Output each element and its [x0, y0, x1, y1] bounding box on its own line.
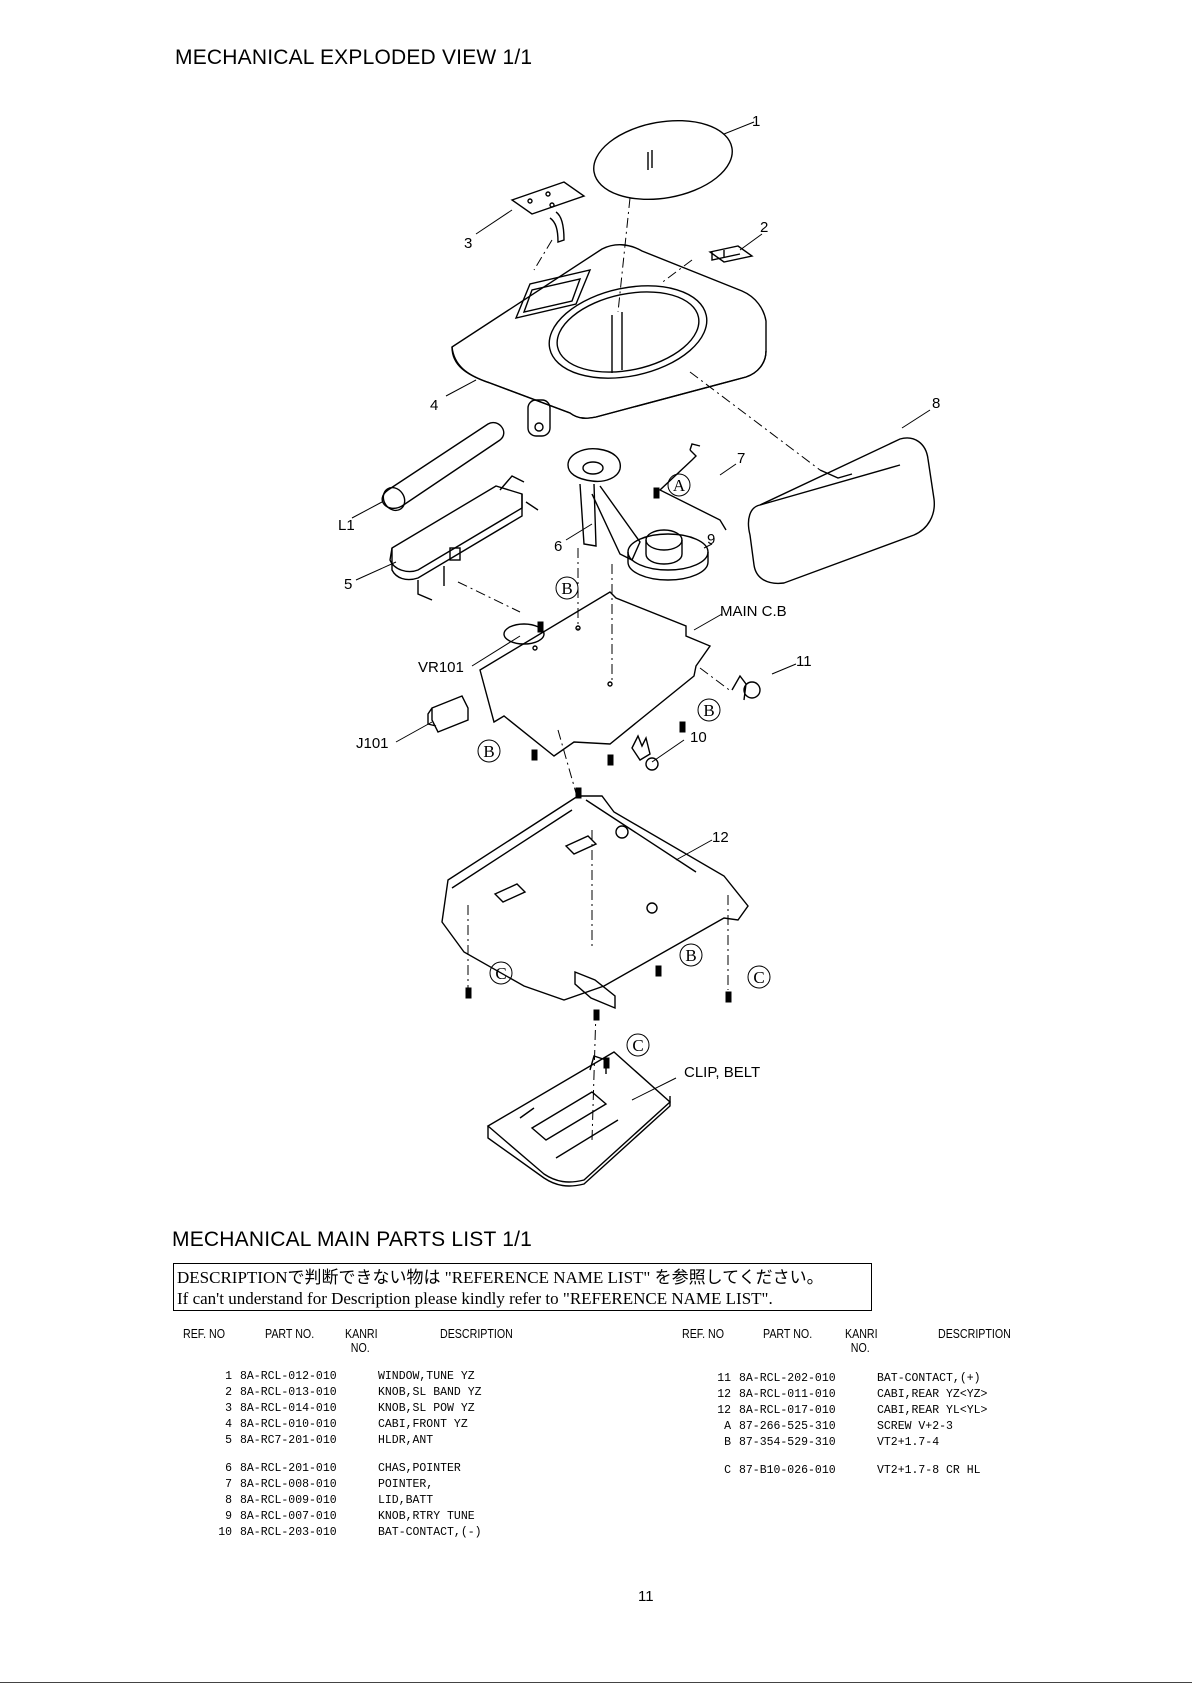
- screw-mark-b-top: B: [555, 576, 579, 600]
- callout-6: 6: [554, 538, 562, 555]
- page-number: 11: [638, 1588, 654, 1605]
- screw-mark-c-left: C: [489, 961, 513, 985]
- column-header-ref-left: REF. NO: [183, 1326, 226, 1341]
- part-chassis-pointer: [567, 448, 641, 561]
- column-header-ref-right: REF. NO: [682, 1326, 725, 1341]
- parts-list-title: MECHANICAL MAIN PARTS LIST 1/1: [172, 1228, 532, 1251]
- exploded-view-title: MECHANICAL EXPLODED VIEW 1/1: [175, 46, 533, 69]
- column-header-part-right: PART NO.: [763, 1326, 813, 1341]
- part-antenna-holder: [389, 475, 539, 601]
- column-header-part-left: PART NO.: [265, 1326, 315, 1341]
- part-knob-tuning: [627, 529, 709, 581]
- callout-1: 1: [752, 113, 760, 130]
- part-antenna-coil: [381, 421, 505, 512]
- part-battery-contact-minus: [631, 734, 659, 771]
- part-knob-band: [708, 245, 754, 263]
- callout-4: 4: [430, 397, 438, 414]
- exploded-view-diagram: A B B B B C C C 1 2 3 4 8 7 L1 6 9 5 MAI…: [338, 113, 940, 1187]
- callout-j101: J101: [356, 735, 389, 752]
- svg-text:B: B: [561, 579, 572, 598]
- svg-text:B: B: [483, 742, 494, 761]
- callout-2: 2: [760, 219, 768, 236]
- column-header-desc-right: DESCRIPTION: [938, 1326, 1011, 1341]
- part-lid-battery: [747, 437, 935, 585]
- callout-clip-belt: CLIP, BELT: [684, 1064, 760, 1081]
- callout-l1: L1: [338, 517, 355, 534]
- part-battery-contact-plus: [731, 674, 761, 701]
- callout-10: 10: [690, 729, 707, 746]
- svg-text:C: C: [495, 964, 506, 983]
- screw-mark-b-left: B: [477, 739, 501, 763]
- callout-main-circuit-board: MAIN C.B: [720, 603, 787, 620]
- screw-mark-c-bottom: C: [626, 1033, 650, 1057]
- callout-vr101: VR101: [418, 659, 464, 676]
- callout-9: 9: [707, 531, 715, 548]
- callout-8: 8: [932, 395, 940, 412]
- svg-text:C: C: [753, 968, 764, 987]
- callout-5: 5: [344, 576, 352, 593]
- part-pointer-wire: [658, 443, 727, 531]
- callout-3: 3: [464, 235, 472, 252]
- part-main-circuit-board: [479, 591, 712, 757]
- part-clip-belt: [486, 1051, 672, 1187]
- screw-mark-a: A: [667, 473, 691, 497]
- callout-12: 12: [712, 829, 729, 846]
- bottom-divider: [0, 1682, 1192, 1683]
- part-cabinet-front: [451, 244, 767, 437]
- screw-mark-c-right: C: [747, 965, 771, 989]
- screw-mark-b-lower: B: [679, 943, 703, 967]
- part-window-tune: [593, 119, 733, 201]
- reference-note-box: DESCRIPTIONで判断できない物は "REFERENCE NAME LIS…: [173, 1263, 872, 1311]
- column-header-desc-left: DESCRIPTION: [440, 1326, 513, 1341]
- reference-note-japanese: DESCRIPTIONで判断できない物は "REFERENCE NAME LIS…: [177, 1268, 824, 1287]
- screw-mark-b-right: B: [697, 698, 721, 722]
- part-knob-power: [510, 181, 586, 243]
- part-jack-j101: [427, 695, 469, 733]
- callout-11: 11: [796, 653, 812, 670]
- part-cabinet-rear: [441, 795, 749, 1010]
- svg-text:B: B: [703, 701, 714, 720]
- reference-note-english: If can't understand for Description plea…: [177, 1289, 773, 1308]
- svg-text:C: C: [632, 1036, 643, 1055]
- callout-7: 7: [737, 450, 745, 467]
- svg-text:A: A: [673, 476, 686, 495]
- svg-text:B: B: [685, 946, 696, 965]
